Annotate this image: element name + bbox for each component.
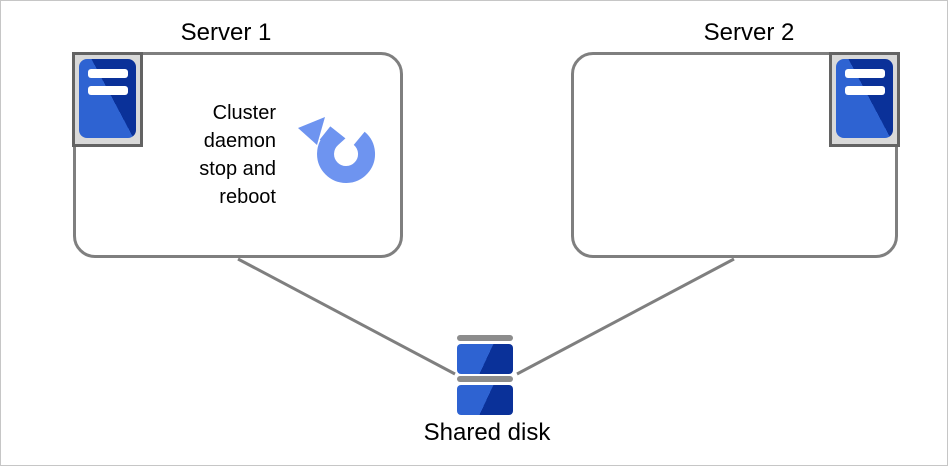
server2-label: Server 2	[703, 19, 795, 46]
annotation-line: stop and	[199, 158, 276, 180]
server-tower-icon	[72, 52, 143, 147]
server-slot	[88, 86, 128, 95]
shared-disk-label: Shared disk	[423, 419, 551, 446]
reboot-arc	[317, 126, 376, 183]
server1-label: Server 1	[180, 19, 272, 46]
annotation-line: Cluster	[212, 102, 276, 124]
server-tower-body	[79, 59, 136, 138]
line-server1-to-disk	[237, 257, 456, 376]
server-slot	[845, 86, 885, 95]
annotation-line: reboot	[219, 186, 276, 208]
shared-disk-icon	[457, 335, 513, 415]
reboot-circular-arrow-icon	[298, 117, 376, 183]
server1-annotation: Cluster daemon stop and reboot	[156, 99, 276, 211]
disk-cap	[457, 335, 513, 341]
server-tower-body	[836, 59, 893, 138]
disk-body	[457, 344, 513, 374]
line-server2-to-disk	[516, 257, 735, 376]
server-slot	[845, 69, 885, 78]
reboot-arrowhead	[298, 117, 325, 145]
server-slot	[88, 69, 128, 78]
server-tower-icon	[829, 52, 900, 147]
disk-body	[457, 385, 513, 415]
annotation-line: daemon	[203, 130, 276, 152]
disk-cap	[457, 376, 513, 382]
